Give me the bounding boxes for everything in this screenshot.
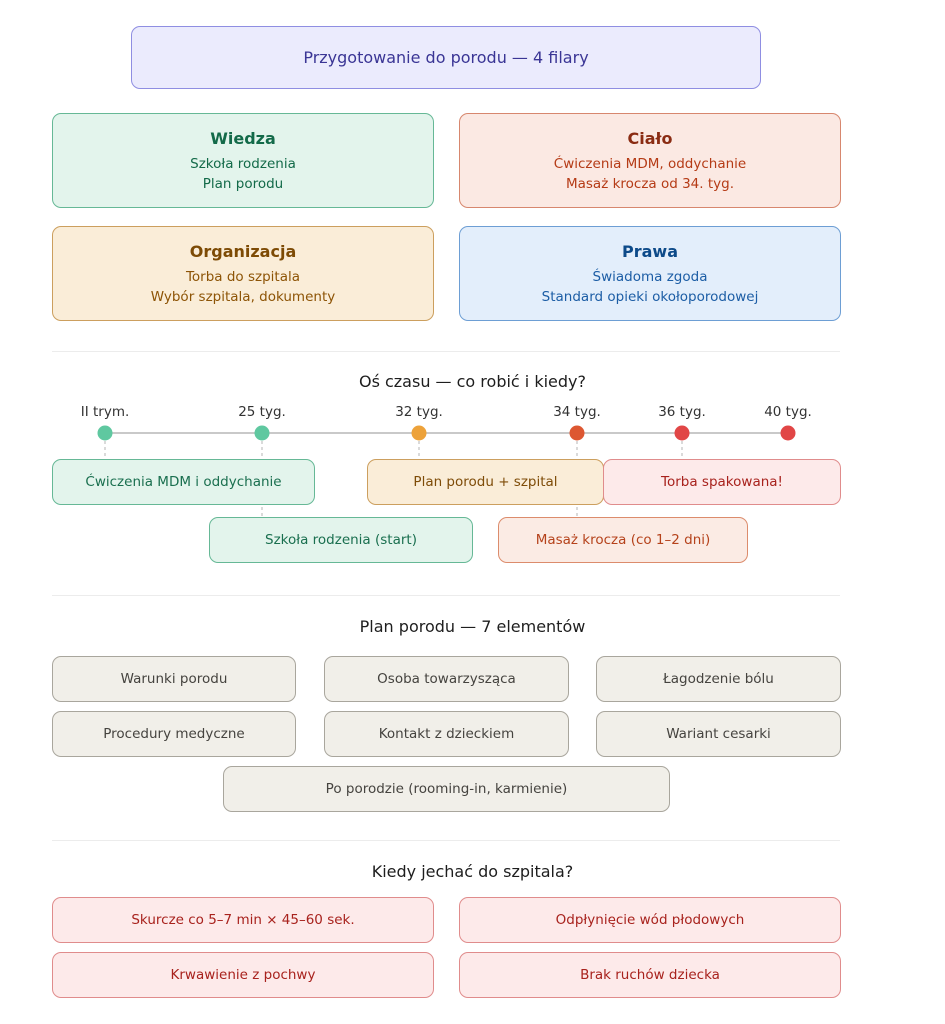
event-masaz: Masaż krocza (co 1–2 dni)	[498, 517, 748, 563]
event-plan-szpital: Plan porodu + szpital	[367, 459, 604, 505]
pillar-line: Szkoła rodzenia	[190, 155, 296, 172]
event-label: Ćwiczenia MDM i oddychanie	[85, 474, 282, 490]
timeline-milestone-dot	[674, 425, 690, 441]
plan-item-warunki: Warunki porodu	[52, 656, 296, 702]
section-divider	[52, 351, 840, 352]
timeline-milestone-label: 36 tyg.	[658, 404, 706, 420]
event-label: Torba spakowana!	[661, 474, 783, 490]
pillar-organizacja: Organizacja Torba do szpitala Wybór szpi…	[52, 226, 434, 321]
pillar-cialo: Ciało Ćwiczenia MDM, oddychanie Masaż kr…	[459, 113, 841, 208]
diagram-title-box: Przygotowanie do porodu — 4 filary	[131, 26, 761, 89]
plan-item-label: Kontakt z dzieckiem	[378, 726, 515, 742]
pillar-line: Wybór szpitala, dokumenty	[150, 288, 336, 305]
section-divider	[52, 840, 840, 841]
timeline-milestone-label: 40 tyg.	[764, 404, 812, 420]
pillar-line: Ćwiczenia MDM, oddychanie	[553, 155, 747, 172]
event-szkola: Szkoła rodzenia (start)	[209, 517, 473, 563]
timeline-milestone-dot	[411, 425, 427, 441]
timeline-milestone-label: 34 tyg.	[553, 404, 601, 420]
pillar-line: Plan porodu	[202, 175, 284, 192]
timeline-title: Oś czasu — co robić i kiedy?	[358, 372, 587, 391]
pillar-line: Masaż krocza od 34. tyg.	[565, 175, 735, 192]
plan-item-kontakt: Kontakt z dzieckiem	[324, 711, 569, 757]
plan-item-label: Po porodzie (rooming-in, karmienie)	[325, 781, 568, 797]
hospital-sign-krwawienie: Krwawienie z pochwy	[52, 952, 434, 998]
pillar-line: Standard opieki okołoporodowej	[541, 288, 759, 305]
timeline-milestone-label: 32 tyg.	[395, 404, 443, 420]
plan-item-label: Wariant cesarki	[666, 726, 771, 742]
hospital-sign-label: Brak ruchów dziecka	[580, 967, 720, 983]
hospital-sign-label: Krwawienie z pochwy	[170, 967, 316, 983]
timeline-milestone-label: II trym.	[81, 404, 130, 420]
section-divider	[52, 595, 840, 596]
event-label: Szkoła rodzenia (start)	[265, 532, 417, 548]
plan-item-label: Osoba towarzysząca	[377, 671, 516, 687]
plan-item-bol: Łagodzenie bólu	[596, 656, 841, 702]
pillar-prawa: Prawa Świadoma zgoda Standard opieki oko…	[459, 226, 841, 321]
plan-item-cesarka: Wariant cesarki	[596, 711, 841, 757]
pillar-line: Torba do szpitala	[185, 268, 301, 285]
event-torba: Torba spakowana!	[603, 459, 841, 505]
pillar-line: Świadoma zgoda	[592, 268, 708, 285]
plan-item-label: Procedury medyczne	[103, 726, 245, 742]
hospital-title: Kiedy jechać do szpitala?	[371, 862, 574, 881]
diagram-title: Przygotowanie do porodu — 4 filary	[303, 48, 589, 67]
pillar-title: Prawa	[622, 241, 678, 261]
hospital-sign-label: Skurcze co 5–7 min × 45–60 sek.	[131, 912, 355, 928]
plan-item-label: Warunki porodu	[120, 671, 228, 687]
pillar-title: Wiedza	[210, 128, 276, 148]
pillar-title: Organizacja	[189, 241, 297, 261]
plan-item-po-porodzie: Po porodzie (rooming-in, karmienie)	[223, 766, 670, 812]
pillar-wiedza: Wiedza Szkoła rodzenia Plan porodu	[52, 113, 434, 208]
plan-item-label: Łagodzenie bólu	[663, 671, 774, 687]
event-label: Plan porodu + szpital	[413, 474, 558, 490]
event-label: Masaż krocza (co 1–2 dni)	[535, 532, 711, 548]
plan-item-osoba: Osoba towarzysząca	[324, 656, 569, 702]
plan-item-procedury: Procedury medyczne	[52, 711, 296, 757]
timeline-milestone-dot	[780, 425, 796, 441]
timeline-milestone-dot	[254, 425, 270, 441]
event-mdm: Ćwiczenia MDM i oddychanie	[52, 459, 315, 505]
timeline-milestone-dot	[97, 425, 113, 441]
timeline-milestone-label: 25 tyg.	[238, 404, 286, 420]
timeline-axis: II trym. 25 tyg. 32 tyg. 34 tyg. 36 tyg. 40 t…	[81, 404, 812, 517]
pillar-title: Ciało	[627, 128, 673, 148]
timeline-milestone-dot	[569, 425, 585, 441]
hospital-sign-label: Odpłynięcie wód płodowych	[555, 912, 745, 928]
hospital-sign-skurcze: Skurcze co 5–7 min × 45–60 sek.	[52, 897, 434, 943]
birth-plan-title: Plan porodu — 7 elementów	[359, 617, 586, 636]
hospital-sign-ruchy: Brak ruchów dziecka	[459, 952, 841, 998]
hospital-sign-wody: Odpłynięcie wód płodowych	[459, 897, 841, 943]
